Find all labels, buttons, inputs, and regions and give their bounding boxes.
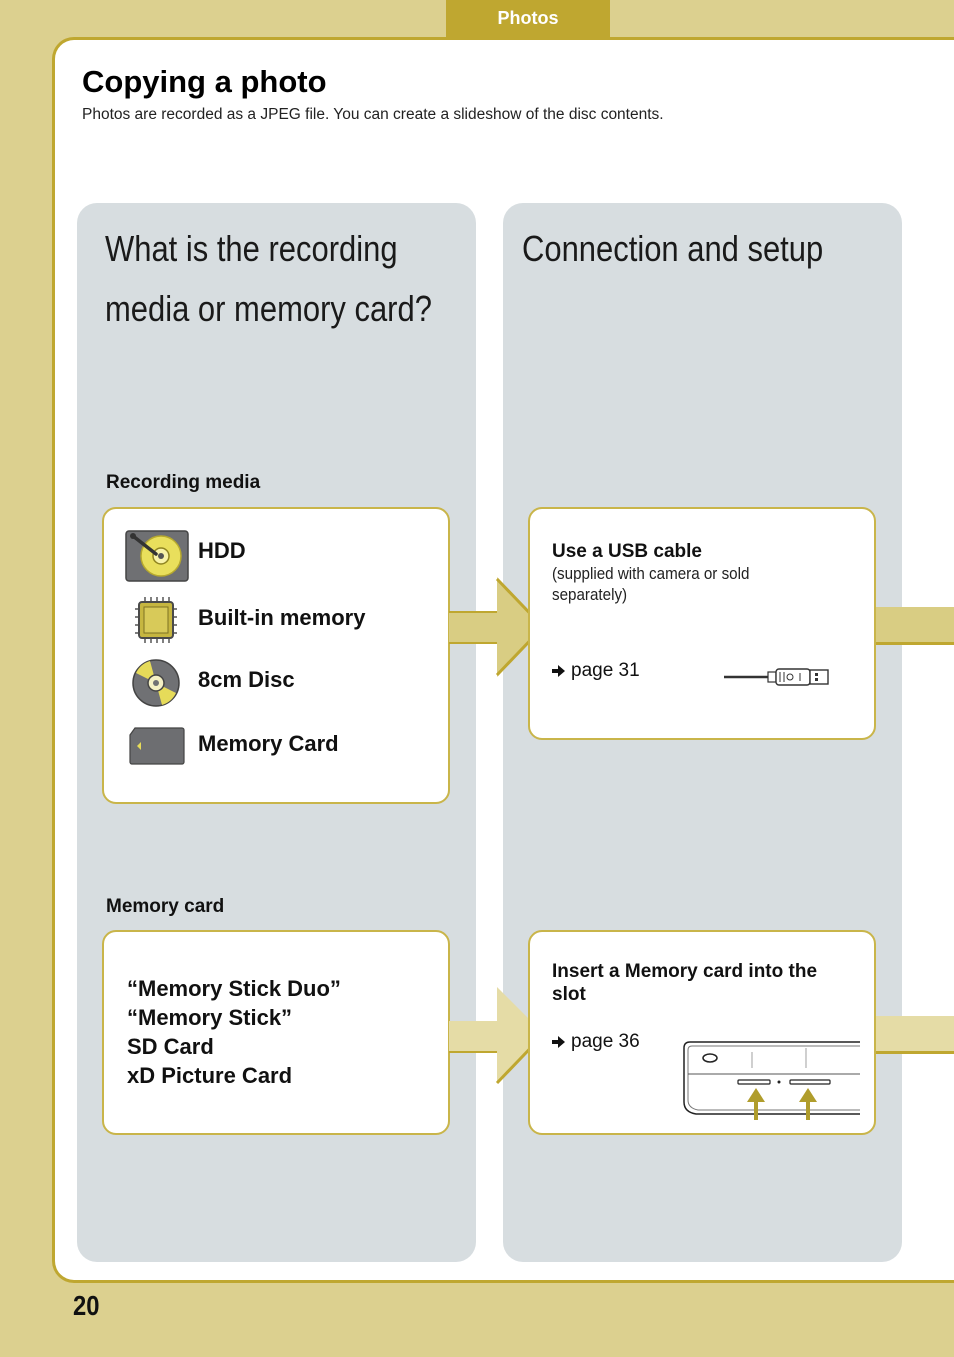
page-number: 20 xyxy=(73,1290,100,1321)
continuation-bar xyxy=(876,607,954,645)
left-heading-line2: media or memory card? xyxy=(105,288,432,329)
usb-card-note: (supplied with camera or sold separately… xyxy=(552,565,750,604)
memory-card-type-item: “Memory Stick Duo” xyxy=(127,976,341,1001)
media-item-memory-card: Memory Card xyxy=(198,731,339,756)
slot-card-title: Insert a Memory card into the slot xyxy=(552,961,818,1005)
media-item-hdd: HDD xyxy=(198,538,246,563)
chip-icon xyxy=(135,597,177,643)
usb-page-link[interactable]: page 31 xyxy=(552,660,640,682)
usb-page-ref: page 31 xyxy=(571,660,640,681)
photos-tab[interactable]: Photos xyxy=(446,0,610,38)
media-item-8cm-disc: 8cm Disc xyxy=(198,667,295,692)
left-panel-heading: What is the recording media or memory ca… xyxy=(105,219,475,339)
flow-arrow-icon xyxy=(449,577,545,677)
page-subtitle: Photos are recorded as a JPEG file. You … xyxy=(82,106,664,123)
right-panel-heading: Connection and setup xyxy=(522,228,824,269)
recording-media-label: Recording media xyxy=(106,472,261,493)
slot-page-ref: page 36 xyxy=(571,1031,640,1052)
memory-card-icon xyxy=(129,727,185,765)
flow-arrow-icon xyxy=(449,987,545,1085)
card-slot-device-icon xyxy=(683,1041,860,1120)
usb-cable-card: Use a USB cable (supplied with camera or… xyxy=(528,507,876,740)
memory-slot-card: Insert a Memory card into the slot page … xyxy=(528,930,876,1135)
arrow-right-icon xyxy=(552,1036,565,1048)
memory-card-type-item: xD Picture Card xyxy=(127,1063,293,1088)
arrow-right-icon xyxy=(552,665,565,677)
memory-card-label: Memory card xyxy=(106,896,225,917)
media-item-built-in-memory: Built-in memory xyxy=(198,605,366,630)
memory-card-types-card: “Memory Stick Duo” “Memory Stick” SD Car… xyxy=(102,930,450,1135)
usb-card-title: Use a USB cable xyxy=(552,541,702,562)
continuation-bar xyxy=(876,1016,954,1054)
hdd-icon xyxy=(125,530,189,582)
memory-card-type-item: “Memory Stick” xyxy=(127,1005,293,1030)
slot-page-link[interactable]: page 36 xyxy=(552,1031,640,1053)
disc-icon xyxy=(132,659,180,707)
memory-card-type-list: “Memory Stick Duo” “Memory Stick” SD Car… xyxy=(127,974,341,1090)
usb-plug-icon xyxy=(724,668,829,686)
left-heading-line1: What is the recording xyxy=(105,228,398,269)
page-title: Copying a photo xyxy=(82,64,327,99)
memory-card-type-item: SD Card xyxy=(127,1034,214,1059)
recording-media-card: HDD Built-in memory 8cm Disc Memory Card xyxy=(102,507,450,804)
